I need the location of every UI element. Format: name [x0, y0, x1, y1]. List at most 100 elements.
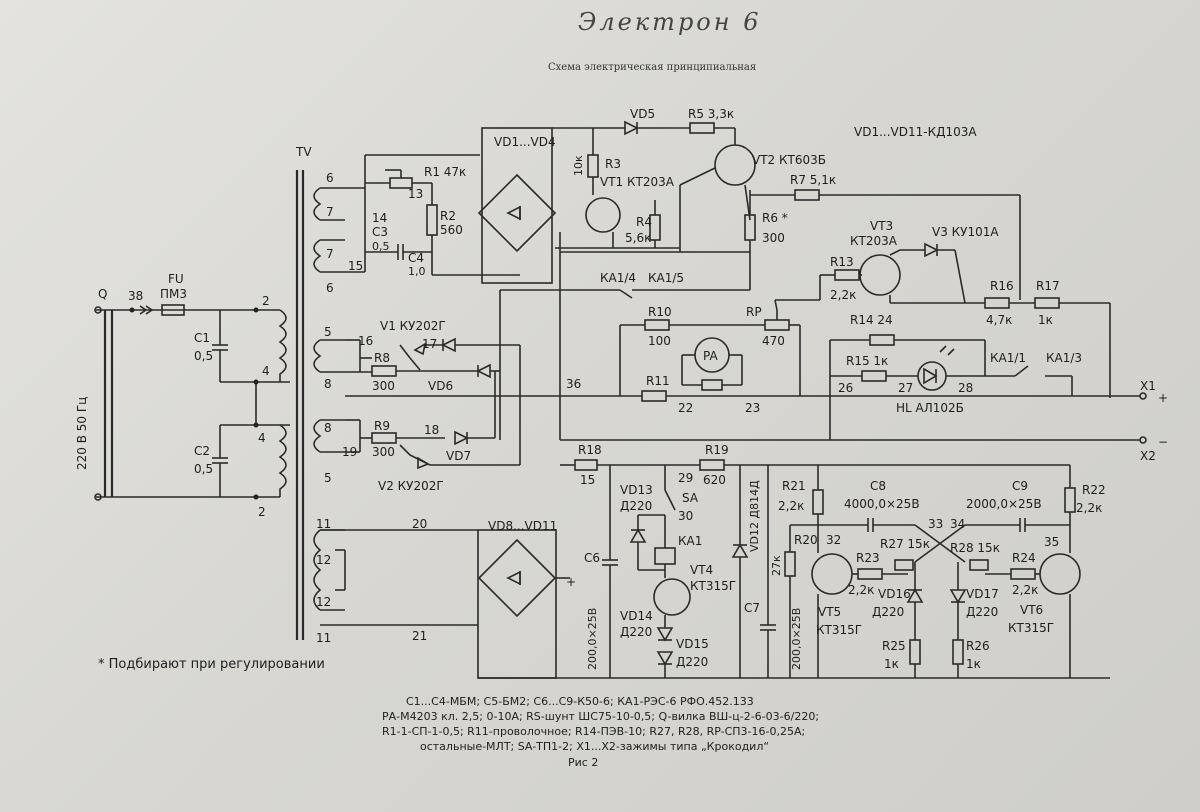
label-r17: R17	[1036, 279, 1060, 293]
label-r28: R28 15к	[950, 541, 1000, 555]
label-vt6: VT6	[1020, 603, 1043, 617]
node-18: 18	[424, 423, 439, 437]
label-r5: R5 3,3к	[688, 107, 734, 121]
bridge-vd1-vd4	[477, 127, 557, 284]
label-r11: R11	[646, 374, 670, 388]
node-6b: 6	[326, 281, 334, 295]
label-pa: PA	[703, 349, 718, 363]
node-8b: 8	[324, 421, 332, 435]
label-vd15-type: Д220	[676, 655, 708, 669]
label-ka1-5: КА1/5	[648, 271, 684, 285]
label-r9: R9	[374, 419, 390, 433]
label-r21: R21	[782, 479, 806, 493]
thyristor-control	[775, 242, 1111, 398]
label-vd12: VD12 Д814Д	[748, 480, 761, 552]
label-vd16: VD16	[878, 587, 911, 601]
label-r25-val: 1к	[884, 657, 899, 671]
label-q: Q	[98, 287, 107, 301]
node-12a: 12	[316, 553, 331, 567]
label-vt2: VT2 КТ603Б	[752, 153, 826, 167]
terminal-x2[interactable]: X2	[1140, 449, 1156, 463]
diagram-subtitle: Схема электрическая принципиальная	[548, 62, 756, 73]
label-c7: C7	[744, 601, 760, 615]
label-r24: R24	[1012, 551, 1036, 565]
node-5a: 5	[324, 325, 332, 339]
label-r23-val: 2,2к	[848, 583, 874, 597]
node-4b: 4	[258, 431, 266, 445]
label-c6-val: 200,0×25В	[586, 608, 599, 670]
label-r6: R6 *	[762, 211, 788, 225]
label-c1: C1	[194, 331, 210, 345]
node-23: 23	[745, 401, 760, 415]
label-vd1-vd4: VD1...VD4	[494, 135, 556, 149]
label-r15: R15 1к	[846, 354, 888, 368]
label-r4: R4	[636, 215, 652, 229]
label-ka1-4: КА1/4	[600, 271, 636, 285]
label-r20: R20	[794, 533, 818, 547]
terminal-x1-sign: +	[1158, 391, 1168, 405]
label-vd14-type: Д220	[620, 625, 652, 639]
node-30: 30	[678, 509, 693, 523]
label-ka1: КА1	[678, 534, 702, 548]
label-vt3: VT3	[870, 219, 893, 233]
label-r22: R22	[1082, 483, 1106, 497]
terminal-x1[interactable]: X1	[1140, 379, 1156, 393]
label-vt4: VT4	[690, 563, 713, 577]
node-6a: 6	[326, 171, 334, 185]
node-8a: 8	[324, 377, 332, 391]
label-sa[interactable]: SA	[682, 491, 699, 505]
label-mains: 220 В 50 Гц	[75, 397, 89, 470]
label-r24-val: 2,2к	[1012, 583, 1038, 597]
label-c1-val: 0,5	[194, 349, 213, 363]
label-vt5: VT5	[818, 605, 841, 619]
label-r3-val: 10к	[572, 155, 585, 176]
label-r25: R25	[882, 639, 906, 653]
label-r26: R26	[966, 639, 990, 653]
label-vd16-type: Д220	[872, 605, 904, 619]
figure-caption: Рис 2	[568, 756, 598, 769]
node-14: 14	[372, 211, 387, 225]
label-vd8-vd11: VD8...VD11	[488, 519, 557, 533]
label-r7: R7 5,1к	[790, 173, 836, 187]
label-fu: FU	[168, 272, 184, 286]
label-r23: R23	[856, 551, 880, 565]
label-vt3-type: КТ203А	[850, 234, 898, 248]
label-c4-val: 1,0	[408, 265, 426, 278]
output-terminals[interactable]	[560, 392, 1147, 444]
label-r26-val: 1к	[966, 657, 981, 671]
node-26: 26	[838, 381, 853, 395]
label-vt1: VT1 КТ203А	[600, 175, 675, 189]
label-r10: R10	[648, 305, 672, 319]
label-r22-val: 2,2к	[1076, 501, 1102, 515]
label-vd7: VD7	[446, 449, 471, 463]
adjustment-note: * Подбирают при регулировании	[98, 657, 325, 672]
label-r4-val: 5,6к	[625, 231, 651, 245]
node-17: 17	[422, 337, 437, 351]
terminal-x2-sign: −	[1158, 435, 1168, 449]
label-r13: R13	[830, 255, 854, 269]
node-35: 35	[1044, 535, 1059, 549]
node-19: 19	[342, 445, 357, 459]
label-c2: C2	[194, 444, 210, 458]
node-7a: 7	[326, 205, 334, 219]
label-fuse-type: ПМ3	[160, 287, 187, 301]
bridge-vd8-vd11	[320, 529, 1110, 679]
multivibrator	[784, 464, 1081, 678]
label-node-38: 38	[128, 289, 143, 303]
node-7b: 7	[326, 247, 334, 261]
label-r10-val: 100	[648, 334, 671, 348]
label-c3-val: 0,5	[372, 240, 390, 253]
node-12b: 12	[316, 595, 331, 609]
footer-line-2: РА-М4203 кл. 2,5; 0-10А; RS-шунт ШС75-10…	[382, 710, 819, 723]
node-34: 34	[950, 517, 965, 531]
label-r16-val: 4,7к	[986, 313, 1012, 327]
node-2a: 2	[262, 294, 270, 308]
label-ka1-3: КА1/3	[1046, 351, 1082, 365]
label-r21-val: 2,2к	[778, 499, 804, 513]
measurement-network	[499, 289, 1140, 440]
label-r14: R14 24	[850, 313, 893, 327]
node-11a: 11	[316, 517, 331, 531]
transformer-core	[295, 170, 305, 640]
node-13: 13	[408, 187, 423, 201]
